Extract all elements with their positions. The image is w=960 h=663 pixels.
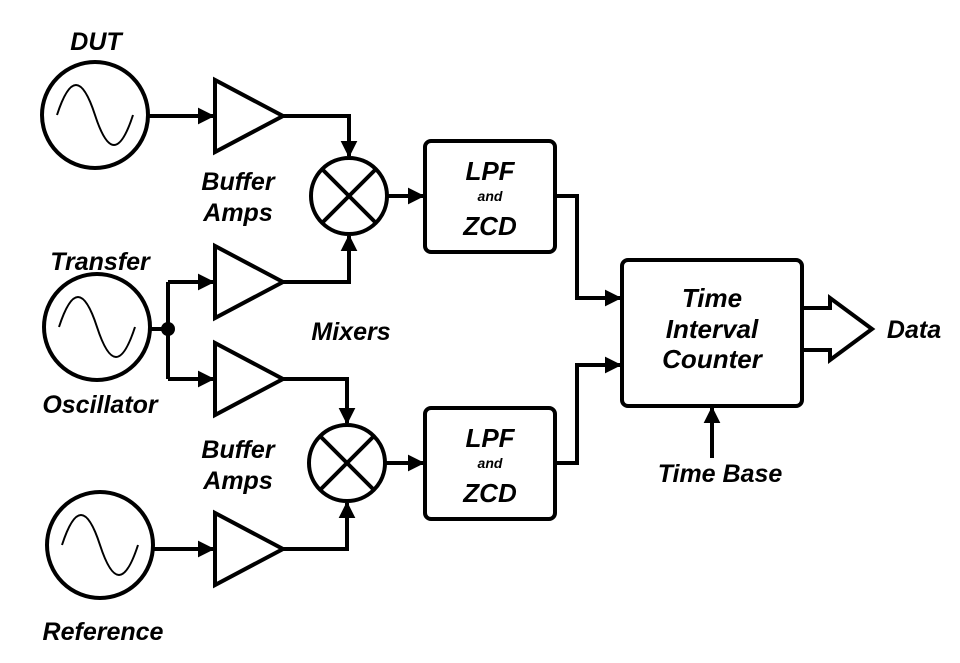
oscillator-dut [40,60,150,170]
label-dut: DUT [70,28,124,56]
mixer-top [309,156,389,236]
oscillator-reference [45,490,155,600]
buffer-amp-reference [213,509,288,589]
lpf-bottom-line1: LPF [465,423,515,453]
sine-wave-icon [61,514,139,576]
oscillator-transfer [42,272,152,382]
label-buffer-amps-bottom-line1: Buffer [201,436,275,464]
tic-line3: Counter [662,344,764,374]
lpf-top-line3: ZCD [462,211,517,241]
buffer-amp-dut [213,76,288,156]
lpf-bottom-line2: and [478,455,503,471]
label-buffer-amps-bottom-line2: Amps [202,467,273,495]
junction-dot [161,322,175,336]
label-oscillator: Oscillator [42,391,159,419]
buffer-amp-transfer-top [213,242,288,322]
label-data: Data [887,316,941,344]
lpf-top-line2: and [478,188,503,204]
label-time-base: Time Base [658,460,783,488]
tic-line1: Time [682,283,742,313]
sine-wave-icon [56,84,134,146]
data-output-arrow [800,294,876,364]
label-buffer-amps-top-line1: Buffer [201,168,275,196]
tic-line2: Interval [666,314,759,344]
sine-wave-icon [58,296,136,358]
label-buffer-amps-top-line2: Amps [202,199,273,227]
buffer-amp-transfer-bottom [213,339,288,419]
mixer-bottom [307,423,387,503]
lpf-top-line1: LPF [465,156,515,186]
lpf-bottom-line3: ZCD [462,478,517,508]
label-transfer: Transfer [50,248,151,276]
label-mixers: Mixers [311,318,390,346]
label-reference: Reference [43,618,164,646]
